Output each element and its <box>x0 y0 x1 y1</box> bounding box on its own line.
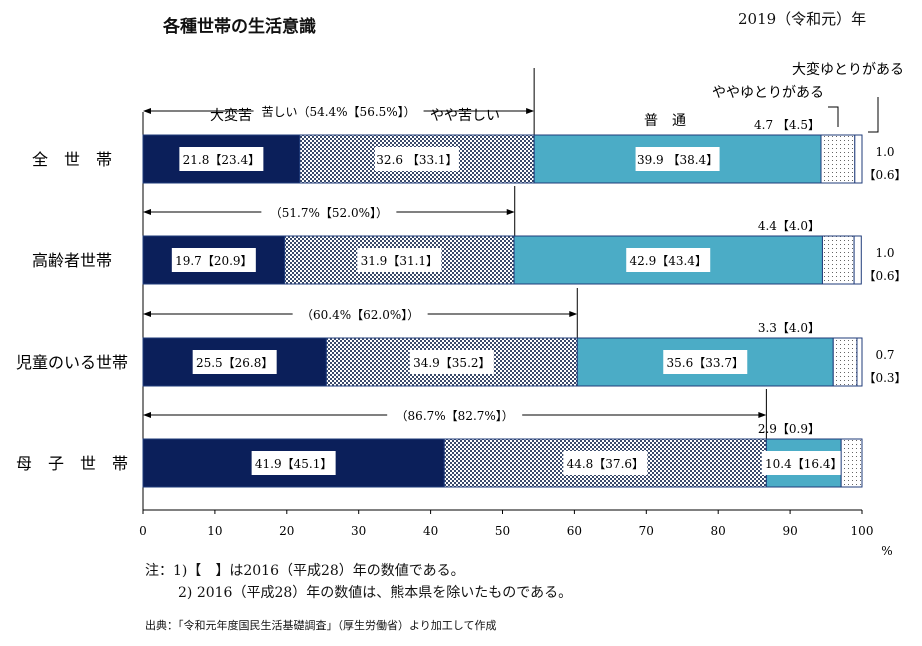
tiny-data-label-2016: 【0.6】 <box>863 269 906 283</box>
category-label: 全 世 帯 <box>32 150 112 169</box>
x-tick-label: 70 <box>639 524 654 538</box>
small-data-label: 3.3【4.0】 <box>758 321 820 335</box>
data-label-bg <box>626 248 711 272</box>
small-data-label: 4.7 【4.5】 <box>754 118 820 132</box>
x-tick-label: 30 <box>351 524 366 538</box>
x-tick-label: 80 <box>711 524 726 538</box>
data-label: 32.6 【33.1】 <box>376 153 457 167</box>
x-tick-label: 60 <box>567 524 582 538</box>
data-label-bg <box>635 147 720 171</box>
legend-very-comfortable: 大変ゆとりがある <box>792 61 904 78</box>
bar-segment <box>856 337 863 387</box>
data-label: 35.6【33.7】 <box>667 356 744 370</box>
hard-total-label: （60.4%【62.0%】） <box>301 308 419 322</box>
label-bg <box>292 304 428 324</box>
small-data-label: 4.4【4.0】 <box>758 219 820 233</box>
data-label-bg <box>563 451 648 475</box>
data-label-bg <box>374 147 459 171</box>
category-label: 児童のいる世帯 <box>16 353 128 372</box>
arrow-head <box>143 209 151 215</box>
data-label-bg <box>251 451 336 475</box>
category-label: 高齢者世帯 <box>32 251 112 270</box>
x-tick-label: 100 <box>851 524 874 538</box>
bar-segment <box>821 235 855 285</box>
bar-segment <box>853 235 862 285</box>
data-label-bg <box>409 350 494 374</box>
x-tick-label: 0 <box>139 524 147 538</box>
bar-segment <box>142 235 286 285</box>
x-tick-label: 10 <box>207 524 222 538</box>
hard-total-label: （51.7%【52.0%】） <box>270 206 388 220</box>
arrow-head <box>526 108 535 114</box>
data-label: 31.9【31.1】 <box>361 254 438 268</box>
chart-title: 各種世帯の生活意識 <box>163 17 316 37</box>
data-label-bg <box>663 350 748 374</box>
bar-segment <box>832 337 858 387</box>
label-bg <box>387 405 523 425</box>
bar-segment <box>840 438 863 488</box>
data-label-bg <box>179 147 264 171</box>
arrow-head <box>569 311 578 317</box>
bar-segment <box>854 134 863 184</box>
legend-normal: 普 通 <box>644 113 686 129</box>
tiny-data-label-2016: 【0.3】 <box>863 371 906 385</box>
note-2: 2) 2016（平成28）年の数値は、熊本県を除いたものである。 <box>178 585 573 601</box>
category-label: 母 子 世 帯 <box>16 454 128 473</box>
hard-total-label: 苦しい（54.4%【56.5%】） <box>261 105 415 119</box>
data-label: 44.8【37.6】 <box>567 457 644 471</box>
x-tick-label: 20 <box>279 524 294 538</box>
data-label: 42.9【43.4】 <box>630 254 707 268</box>
data-label: 41.9【45.1】 <box>255 457 332 471</box>
leader-line <box>868 97 879 133</box>
data-label: 25.5【26.8】 <box>196 356 273 370</box>
tiny-data-label: 1.0 <box>875 246 894 260</box>
legend-somewhat-comfortable: ややゆとりがある <box>712 85 824 101</box>
arrow-head <box>143 412 151 418</box>
hard-total-label: （86.7%【82.7%】） <box>396 409 514 423</box>
year-label: 2019（令和元）年 <box>738 10 867 28</box>
leader-line <box>828 106 839 127</box>
data-label: 19.7【20.9】 <box>175 254 252 268</box>
bar-segment <box>820 134 856 184</box>
x-tick-label: 40 <box>423 524 438 538</box>
label-bg <box>253 101 424 121</box>
data-label-bg <box>357 248 442 272</box>
data-label: 21.8【23.4】 <box>183 153 260 167</box>
label-bg <box>261 202 397 222</box>
arrow-head <box>143 108 151 114</box>
x-tick-label: 50 <box>495 524 510 538</box>
arrow-head <box>506 209 515 215</box>
arrow-head <box>143 311 151 317</box>
data-label-bg <box>192 350 277 374</box>
x-tick-label: 90 <box>782 524 797 538</box>
note-1: 注：1)【 】は2016（平成28）年の数値である。 <box>145 563 465 579</box>
tiny-data-label: 1.0 <box>875 145 894 159</box>
data-label: 34.9【35.2】 <box>413 356 490 370</box>
source-note: 出典：「令和元年度国民生活基礎調査」（厚生労働省）より加工して作成 <box>145 619 497 632</box>
data-label-bg <box>761 451 846 475</box>
x-unit-label: % <box>881 544 892 558</box>
data-label-bg <box>171 248 256 272</box>
data-label: 10.4【16.4】 <box>765 457 842 471</box>
small-data-label: 2.9【0.9】 <box>758 422 820 436</box>
arrow-head <box>758 412 767 418</box>
tiny-data-label-2016: 【0.6】 <box>863 168 906 182</box>
legend-somewhat-hard: やや苦しい <box>430 108 500 124</box>
tiny-data-label: 0.7 <box>875 348 894 362</box>
data-label: 39.9 【38.4】 <box>637 153 718 167</box>
